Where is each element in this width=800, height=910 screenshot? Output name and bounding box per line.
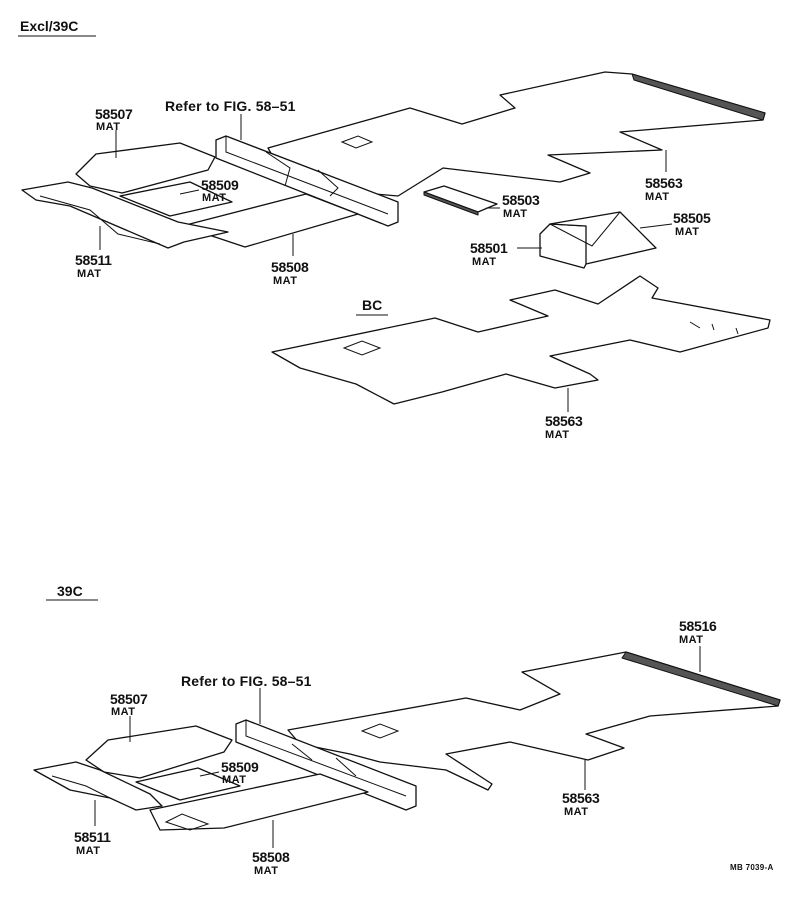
small-mat-58509-39c [135,767,241,801]
sill-bar-inner [225,136,389,215]
front-mat-58511-39c [33,761,163,811]
callout-58505: 58505 [673,210,711,226]
section-excl-39c: Excl/39C Refer to FIG. 58–51 [18,18,766,287]
callout-58509-top-sub: MAT [202,192,227,204]
callout-58511-39c-sub: MAT [76,845,101,857]
callout-58516: 58516 [679,618,717,634]
section-bc: BC 58563 MAT [271,275,771,441]
small-mat-58503-edge [423,191,479,216]
callout-58503-sub: MAT [503,208,528,220]
floor-mat-58508-39c [149,773,369,831]
callout-58563-bc-sub: MAT [545,429,570,441]
sill-bar-39c-inner [245,720,407,797]
floor-mat-58563 [267,71,766,197]
callout-58503: 58503 [502,192,540,208]
callout-58563-39c-sub: MAT [564,806,589,818]
floor-mat-58508 [181,193,359,248]
callout-58508-top: 58508 [271,259,309,275]
front-mat-58511 [21,181,229,249]
section-label-bc: BC [362,297,382,313]
reference-label-top: Refer to FIG. 58–51 [165,98,296,114]
console-mat-58505-fold [549,211,621,247]
front-mat-58511-detail [39,195,161,245]
callout-58501: 58501 [470,240,508,256]
callout-58507-top: 58507 [95,106,133,122]
small-mat-58509 [119,181,233,217]
drawing-code: MB 7039-A [730,863,774,872]
callout-58511-39c: 58511 [74,829,111,845]
section-39c: 39C Refer to FIG. 58–51 58507 MAT 58509 … [33,583,781,877]
callout-58507-top-sub: MAT [96,121,121,133]
callout-58511-top: 58511 [75,252,112,268]
reference-label-bottom: Refer to FIG. 58–51 [181,673,312,689]
sill-bar-39c-detail [291,743,357,777]
floor-mat-58516-edge [621,651,781,707]
front-mat-58507 [75,142,216,194]
callout-58509-39c-sub: MAT [222,774,247,786]
callout-58563-top-sub: MAT [645,191,670,203]
console-mat-58501 [539,223,593,269]
front-mat-58511-39c-detail [51,775,111,799]
floor-mat-58563-bc-holes [689,321,739,335]
callout-58507-39c-sub: MAT [111,706,136,718]
callout-58509-39c: 58509 [221,759,259,775]
callout-58511-top-sub: MAT [77,268,102,280]
leader-58505 [639,223,673,229]
floor-mat-58563-cutout [340,135,374,149]
callout-58508-39c-sub: MAT [254,865,279,877]
floor-mat-58563-edge [631,73,766,121]
floor-mat-58563-bc-cutout [342,340,382,356]
callout-58501-sub: MAT [472,256,497,268]
leader-58509-39c [199,771,220,777]
floor-mat-39c-cutout [360,723,400,739]
callout-58563-top: 58563 [645,175,683,191]
callout-58509-top: 58509 [201,177,239,193]
callout-58508-top-sub: MAT [273,275,298,287]
floor-mat-58563-bc [271,275,771,405]
front-mat-58507-39c [85,725,233,779]
section-label-excl-39c: Excl/39C [20,18,78,34]
callout-58516-sub: MAT [679,634,704,646]
callout-58505-sub: MAT [675,226,700,238]
callout-58507-39c: 58507 [110,691,148,707]
floor-mat-58563-39c [287,651,781,791]
floor-mat-58508-39c-cutout [164,813,210,831]
section-label-39c: 39C [57,583,83,599]
callout-58508-39c: 58508 [252,849,290,865]
sill-bar-detail [265,151,339,197]
callout-58563-bc: 58563 [545,413,583,429]
callout-58563-39c: 58563 [562,790,600,806]
console-mat-58505 [549,211,657,265]
leader-58509 [179,189,200,195]
